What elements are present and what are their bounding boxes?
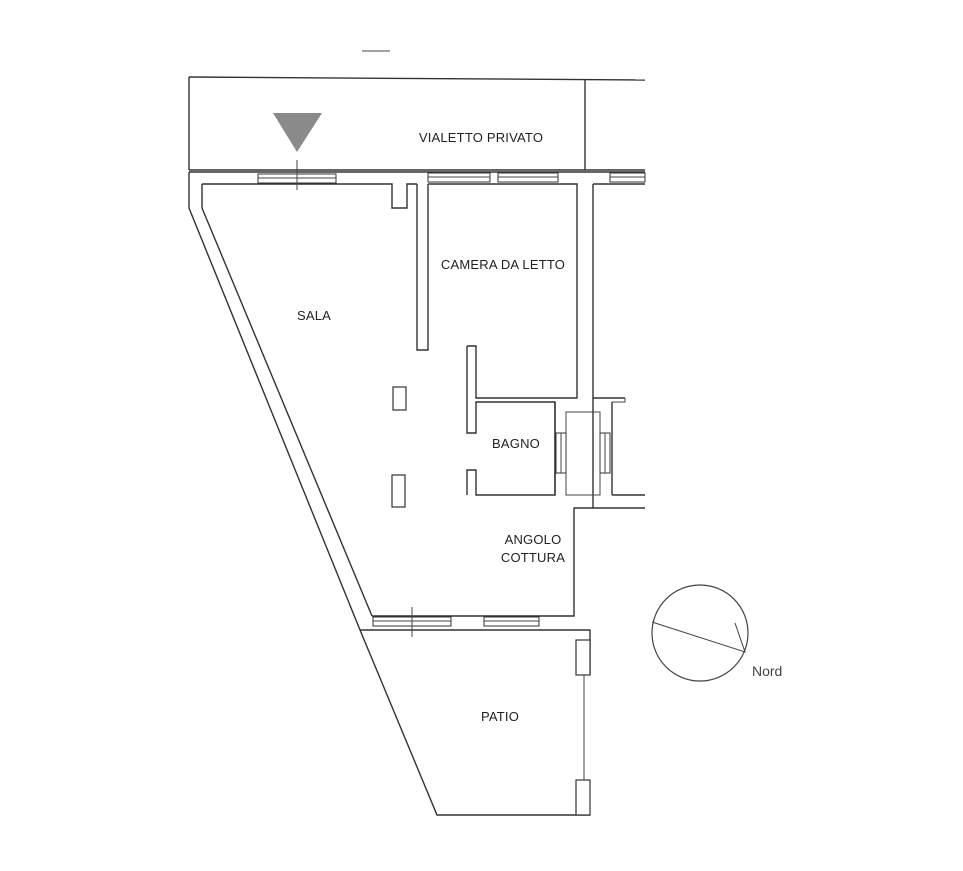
living-room-label: SALA [297,308,331,323]
north-compass-icon [651,584,749,682]
living-pillars [391,386,407,508]
bathroom-walls [466,346,626,496]
kitchen-label-line2: COTTURA [501,550,565,565]
pillar [391,474,406,508]
top-windows [257,160,646,190]
entrance-marker-icon [273,113,322,152]
walkway-label: VIALETTO PRIVATO [419,130,543,145]
kitchen-label-line1: ANGOLO [505,532,562,547]
bedroom-label: CAMERA DA LETTO [441,257,565,272]
compass-label: Nord [752,663,782,679]
bedroom-walls [416,184,429,351]
pillar [392,386,407,411]
exterior-walls [188,171,645,675]
walkway-area [188,76,646,171]
patio-area [359,629,591,816]
bottom-windows [372,607,540,637]
bathroom-label: BAGNO [492,436,540,451]
patio-label: PATIO [481,709,519,724]
